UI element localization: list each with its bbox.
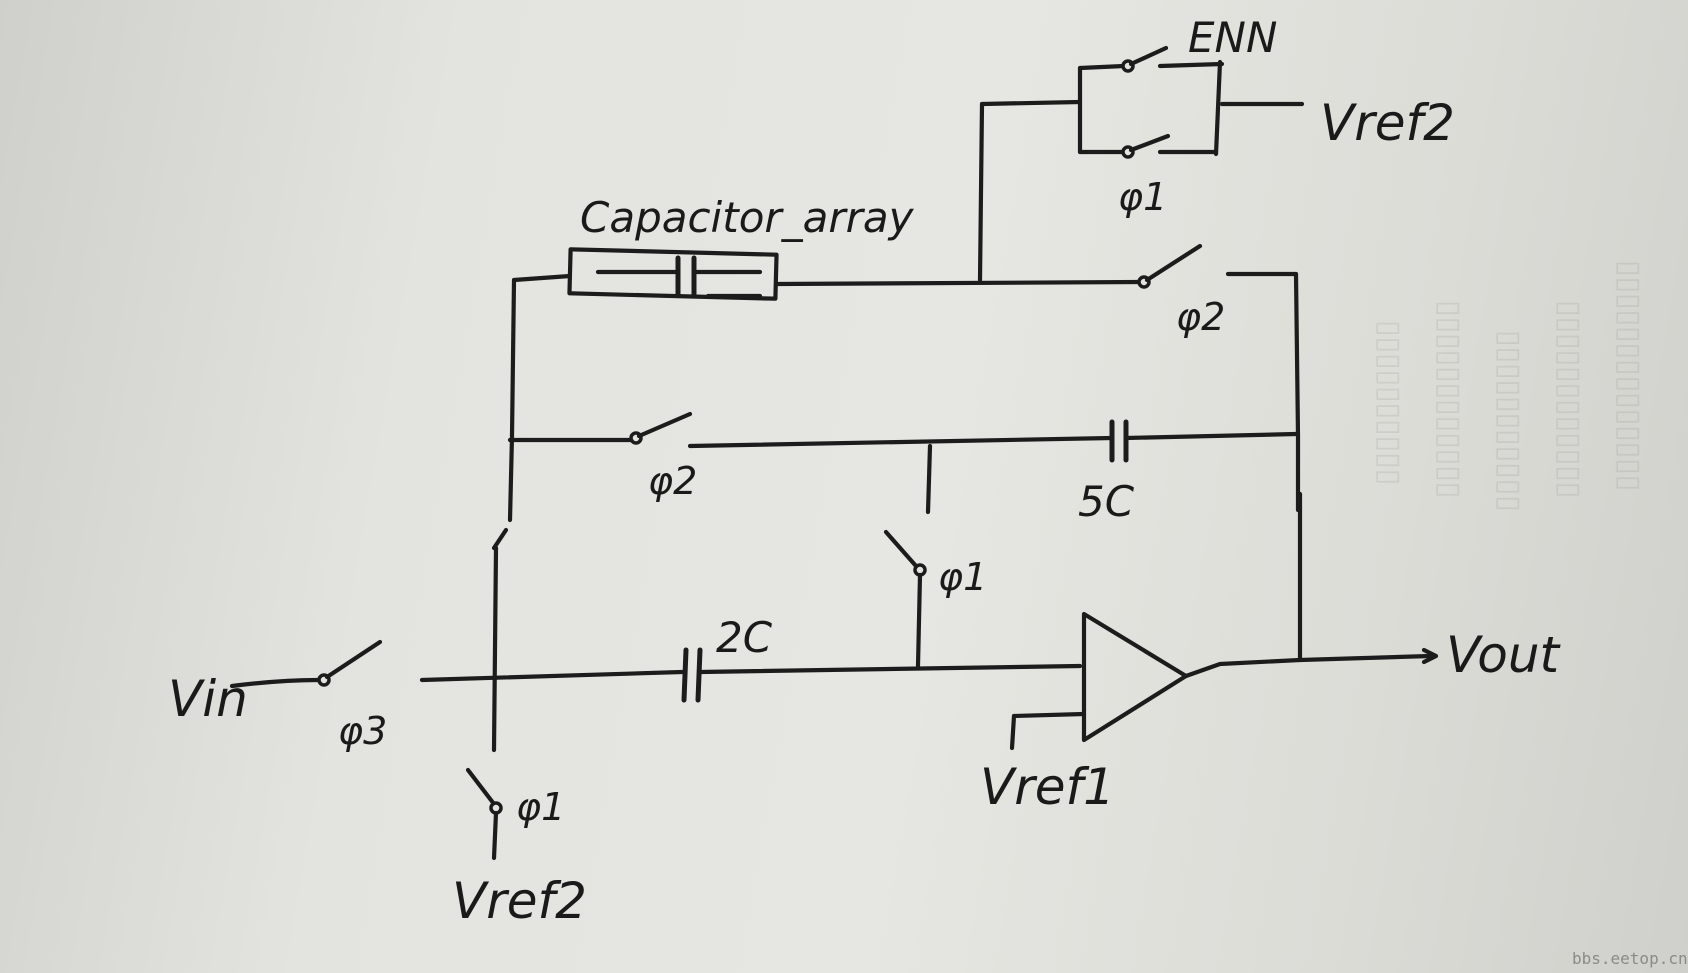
cap-5c-label: 5C — [1078, 477, 1135, 526]
phi1-top-label: φ1 — [1118, 175, 1167, 219]
cap-2c-plate-left — [681, 647, 689, 703]
svg-text:▯▯▯▯▯▯▯▯▯▯▯▯▯▯: ▯▯▯▯▯▯▯▯▯▯▯▯▯▯ — [1612, 260, 1647, 491]
svg-text:▯▯▯▯▯▯▯▯▯▯▯: ▯▯▯▯▯▯▯▯▯▯▯ — [1492, 330, 1527, 512]
vref1-label: Vref1 — [980, 758, 1115, 816]
phi1-mid-label: φ1 — [938, 555, 987, 599]
right-top-wire — [1225, 271, 1301, 439]
svg-text:▯▯▯▯▯▯▯▯▯▯▯▯: ▯▯▯▯▯▯▯▯▯▯▯▯ — [1432, 300, 1467, 498]
op-amp-triangle — [1081, 611, 1189, 743]
capacitor-array-label: Capacitor_array — [580, 193, 915, 242]
svg-text:▯▯▯▯▯▯▯▯▯▯▯▯: ▯▯▯▯▯▯▯▯▯▯▯▯ — [1552, 300, 1587, 498]
vout-label: Vout — [1446, 626, 1562, 684]
top-rail-wire — [773, 279, 1143, 287]
op-amp — [1009, 433, 1439, 751]
vref2-top-label: Vref2 — [1320, 94, 1455, 152]
vref2-bottom-wire — [491, 810, 499, 861]
watermark: bbs.eetop.cn — [1572, 949, 1688, 968]
left-top-wire — [509, 273, 573, 439]
vref2-switch-block — [977, 45, 1305, 283]
input-path — [229, 639, 1083, 703]
phi1-bottom-switch-blade — [465, 767, 497, 807]
phi1-mid-switch-blade — [883, 529, 919, 569]
left-vertical-lower — [491, 545, 499, 753]
capacitor-array — [567, 247, 779, 301]
enn-label: ENN — [1188, 13, 1277, 62]
cap-2c-plate-right — [695, 647, 703, 703]
paper-show-through: ▯▯▯▯▯▯▯▯▯▯▯▯ ▯▯▯▯▯▯▯▯▯▯▯▯▯▯ ▯▯▯▯▯▯▯▯▯▯▯ … — [1372, 260, 1647, 512]
left-vertical-gap — [491, 527, 509, 551]
phi3-label: φ3 — [338, 709, 387, 753]
svg-text:▯▯▯▯▯▯▯▯▯▯: ▯▯▯▯▯▯▯▯▯▯ — [1372, 320, 1407, 485]
middle-rail — [507, 411, 1299, 515]
cap-2c-label: 2C — [716, 613, 773, 662]
left-vertical-upper — [507, 433, 515, 523]
phi1-bottom-label: φ1 — [516, 785, 565, 829]
vref2-bottom-label: Vref2 — [452, 872, 587, 930]
phi1-mid-drop-wire — [915, 572, 923, 669]
vin-label: Vin — [168, 670, 248, 728]
phi2-mid-label: φ2 — [648, 459, 697, 503]
phi2-top-switch-blade — [1144, 243, 1203, 283]
phi2-top-label: φ2 — [1176, 295, 1225, 339]
